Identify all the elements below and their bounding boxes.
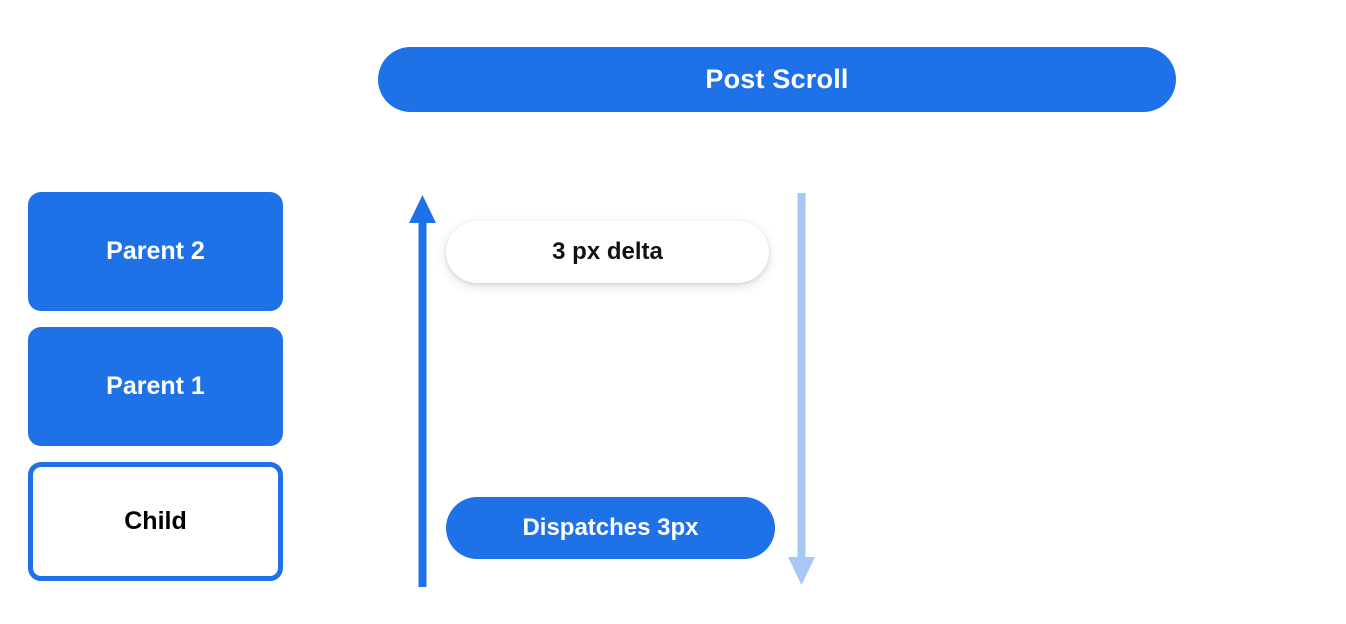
stack-box-child: Child xyxy=(28,462,283,581)
scroll-up-arrow-icon xyxy=(409,195,436,587)
delta-chip: 3 px delta xyxy=(446,221,769,283)
post-scroll-header-label: Post Scroll xyxy=(705,64,849,94)
post-scroll-header: Post Scroll xyxy=(378,47,1176,112)
stack-box-child-label: Child xyxy=(124,507,187,535)
dispatch-chip: Dispatches 3px xyxy=(446,497,775,559)
stack-box-parent-2-label: Parent 2 xyxy=(106,237,205,265)
stack-box-parent-2: Parent 2 xyxy=(28,192,283,311)
scroll-container-stack: Parent 2 Parent 1 Child xyxy=(28,192,283,581)
delta-chip-label: 3 px delta xyxy=(552,238,663,265)
stack-box-parent-1: Parent 1 xyxy=(28,327,283,446)
dispatch-chip-label: Dispatches 3px xyxy=(522,514,699,541)
scroll-down-arrow-icon xyxy=(788,193,815,585)
stack-box-parent-1-label: Parent 1 xyxy=(106,372,205,400)
